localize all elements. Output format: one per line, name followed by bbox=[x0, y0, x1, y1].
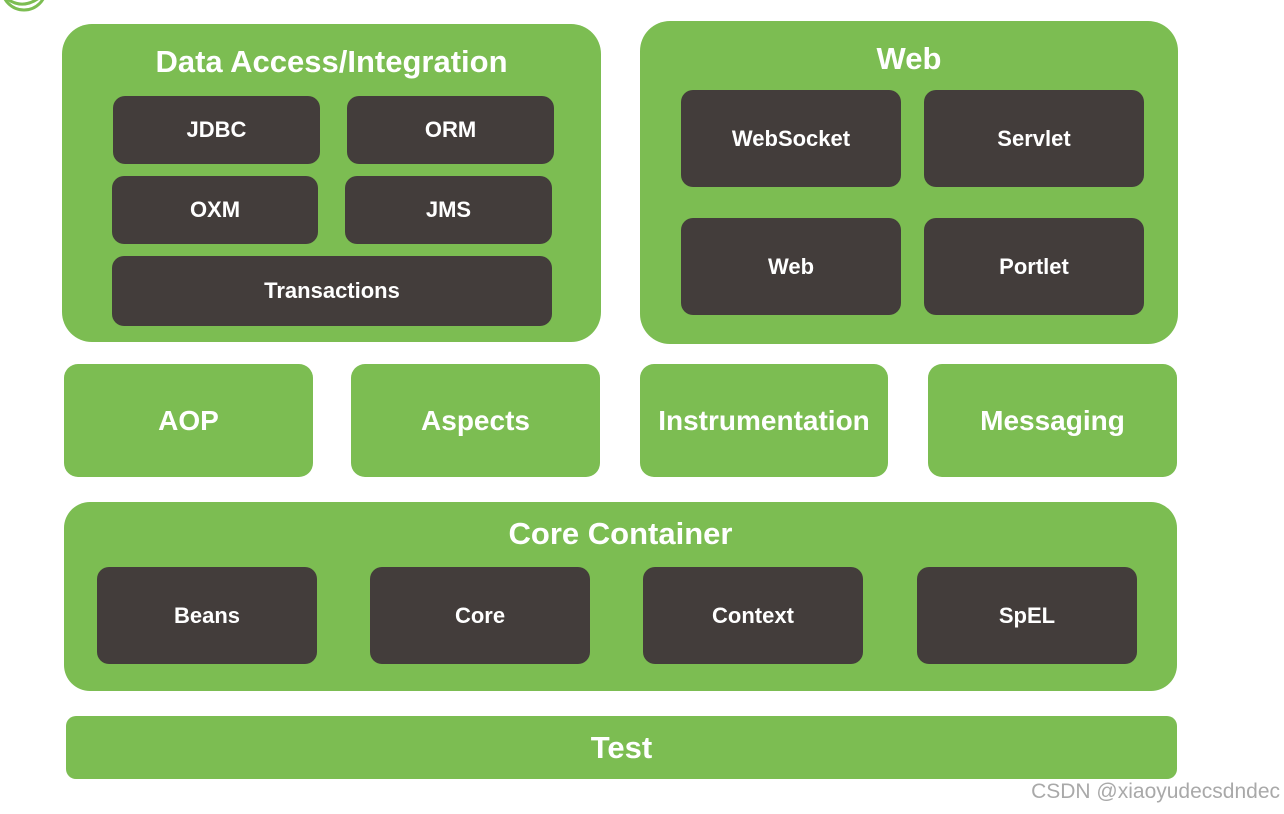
module-aspects: Aspects bbox=[351, 364, 600, 477]
module-test: Test bbox=[66, 716, 1177, 779]
module-instrumentation: Instrumentation bbox=[640, 364, 888, 477]
module-web: Web bbox=[681, 218, 901, 315]
module-orm: ORM bbox=[347, 96, 554, 164]
module-servlet: Servlet bbox=[924, 90, 1144, 187]
module-spel: SpEL bbox=[917, 567, 1137, 664]
module-websocket: WebSocket bbox=[681, 90, 901, 187]
module-core: Core bbox=[370, 567, 590, 664]
module-messaging: Messaging bbox=[928, 364, 1177, 477]
module-beans: Beans bbox=[97, 567, 317, 664]
core-container-title: Core Container bbox=[508, 516, 733, 551]
spring-leaf-icon bbox=[3, 0, 45, 12]
watermark: CSDN @xiaoyudecsdndec bbox=[1031, 780, 1280, 803]
module-context: Context bbox=[643, 567, 863, 664]
module-oxm: OXM bbox=[112, 176, 318, 244]
module-jdbc: JDBC bbox=[113, 96, 320, 164]
module-portlet: Portlet bbox=[924, 218, 1144, 315]
module-aop: AOP bbox=[64, 364, 313, 477]
module-transactions: Transactions bbox=[112, 256, 552, 326]
data-access-title: Data Access/Integration bbox=[155, 44, 508, 79]
module-jms: JMS bbox=[345, 176, 552, 244]
web-title: Web bbox=[876, 41, 942, 76]
